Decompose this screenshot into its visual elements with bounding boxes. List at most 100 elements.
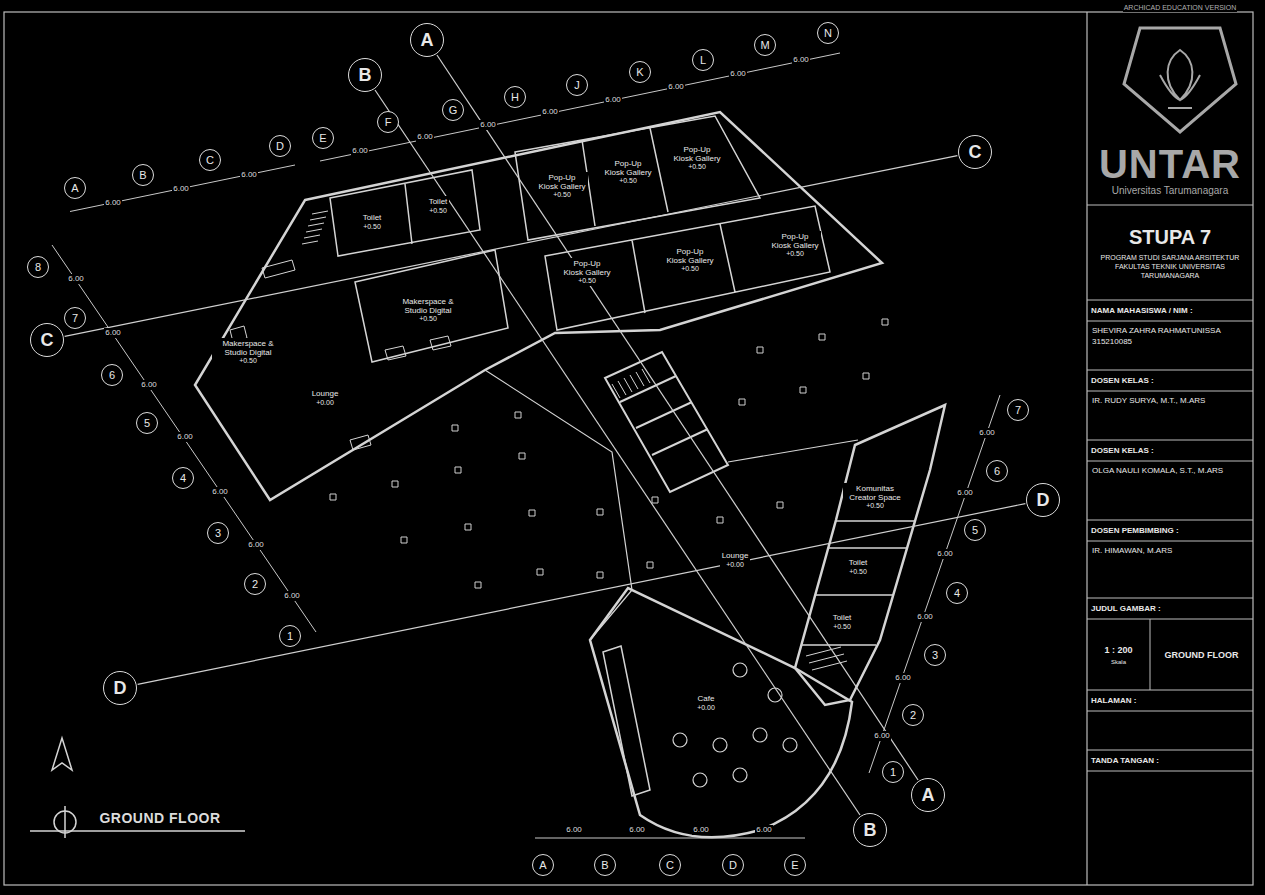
dimension: 6.00: [667, 82, 685, 92]
title-block-border: [1086, 12, 1087, 885]
grid-label: D: [276, 141, 284, 152]
grid-bubble: 2: [902, 704, 924, 726]
grid-bubble: A: [64, 177, 86, 199]
room: Lounge+0.00: [720, 550, 751, 569]
grid-label: A: [71, 183, 78, 194]
grid-label: A: [539, 860, 546, 871]
room-name: Pop-Up Kiosk Gallery: [673, 145, 721, 163]
dimension: 6.00: [211, 487, 229, 497]
grid-label: B: [864, 821, 877, 839]
grid-bubble: C: [199, 149, 221, 171]
grid-label: D: [729, 860, 737, 871]
floor-level: +0.50: [429, 207, 448, 215]
title-block-cell: DOSEN KELAS :IR. RUDY SURYA, M.T., M.ARS: [1087, 370, 1253, 440]
grid-label: B: [359, 66, 372, 84]
room: Makerspace & Studio Digital+0.50: [212, 338, 284, 366]
grid-label: 5: [972, 525, 978, 536]
scale-caption: Skala: [1111, 659, 1126, 665]
grid-bubble: 1: [279, 625, 301, 647]
grid-line: [375, 90, 860, 815]
grid-bubble: 5: [136, 412, 158, 434]
floor-level: +0.50: [771, 250, 819, 258]
grid-label: 6: [109, 370, 115, 381]
kiosk-walls: [515, 116, 760, 240]
field-value: IR. RUDY SURYA, M.T., M.ARS: [1087, 391, 1253, 412]
room: Komunitas Creator Space+0.50: [843, 483, 907, 511]
stair: [612, 369, 650, 398]
dimension: 6.00: [283, 591, 301, 601]
grid-label: 4: [954, 588, 960, 599]
dimension: 6.00: [479, 120, 497, 130]
building-wall: [795, 405, 945, 705]
room-name: Lounge: [312, 389, 339, 398]
dimension: 6.00: [729, 69, 747, 79]
grid-label: C: [41, 331, 54, 349]
room: Toilet+0.50: [847, 557, 870, 576]
floor-level: +0.00: [697, 704, 715, 712]
grid-label: G: [449, 105, 458, 116]
grid-bubble: 8: [27, 256, 49, 278]
grid-bubble: L: [692, 49, 714, 71]
grid-bubble: 2: [244, 573, 266, 595]
grid-label: E: [791, 860, 798, 871]
grid-label: C: [206, 155, 214, 166]
north-arrow: [52, 738, 72, 770]
dimension: 6.00: [541, 107, 559, 117]
grid-bubble: D: [103, 671, 137, 705]
dimension: 6.00: [755, 825, 773, 835]
grid-bubble: 3: [207, 522, 229, 544]
dimension: 6.00: [67, 274, 85, 284]
grid-bubble: F: [377, 111, 399, 133]
grid-bubble: 1: [882, 761, 904, 783]
university-logo: [1124, 28, 1236, 132]
grid-label: A: [421, 31, 434, 49]
field-value: OLGA NAULI KOMALA, S.T., M.ARS: [1087, 461, 1253, 482]
title-block-cell: GROUND FLOOR: [1150, 619, 1253, 690]
room: Pop-Up Kiosk Gallery+0.50: [536, 172, 588, 200]
dimension: 6.00: [628, 825, 646, 835]
room-name: Pop-Up Kiosk Gallery: [604, 159, 652, 177]
title-block-cell: HALAMAN :: [1087, 690, 1253, 750]
core-walls: [605, 352, 728, 492]
dimension: 6.00: [792, 55, 810, 65]
floor-level: +0.00: [722, 561, 749, 569]
room-name: Cafe: [697, 694, 715, 703]
cafe-counter: [603, 646, 650, 796]
room: Makerspace & Studio Digital+0.50: [392, 296, 464, 324]
building-wall: [195, 112, 882, 500]
grid-label: J: [574, 80, 580, 91]
stair: [806, 647, 847, 670]
floor-level: +0.00: [312, 399, 339, 407]
room-name: Toilet: [429, 197, 448, 206]
floor-level: +0.50: [363, 223, 382, 231]
floor-level: +0.50: [563, 277, 611, 285]
dimension: 6.00: [140, 380, 158, 390]
room: Pop-Up Kiosk Gallery+0.50: [602, 158, 654, 186]
grid-label: 4: [180, 473, 186, 484]
floor-level: +0.50: [666, 265, 714, 273]
field-value: SHEVIRA ZAHRA RAHMATUNISSA 315210085: [1087, 321, 1253, 353]
room: Lounge+0.00: [310, 388, 341, 407]
grid-label: C: [666, 860, 674, 871]
grid-bubble: D: [269, 135, 291, 157]
floor-level: +0.50: [538, 191, 586, 199]
grid-label: C: [969, 143, 982, 161]
grid-bubble: K: [629, 61, 651, 83]
drawing-title: GROUND FLOOR: [1165, 650, 1239, 660]
grid-label: K: [636, 67, 643, 78]
grid-bubble: B: [853, 813, 887, 847]
field-label: NAMA MAHASISWA / NIM :: [1087, 300, 1253, 321]
grid-bubble: C: [659, 854, 681, 876]
room-name: Toilet: [833, 613, 852, 622]
grid-label: D: [114, 679, 127, 697]
field-label: DOSEN KELAS :: [1087, 370, 1253, 391]
grid-label: H: [511, 92, 519, 103]
room: Toilet+0.50: [831, 612, 854, 631]
grid-label: L: [700, 55, 706, 66]
grid-line: [65, 156, 958, 337]
grid-label: 6: [994, 466, 1000, 477]
dimension-lines: [52, 53, 1000, 838]
grid-label: 2: [910, 710, 916, 721]
